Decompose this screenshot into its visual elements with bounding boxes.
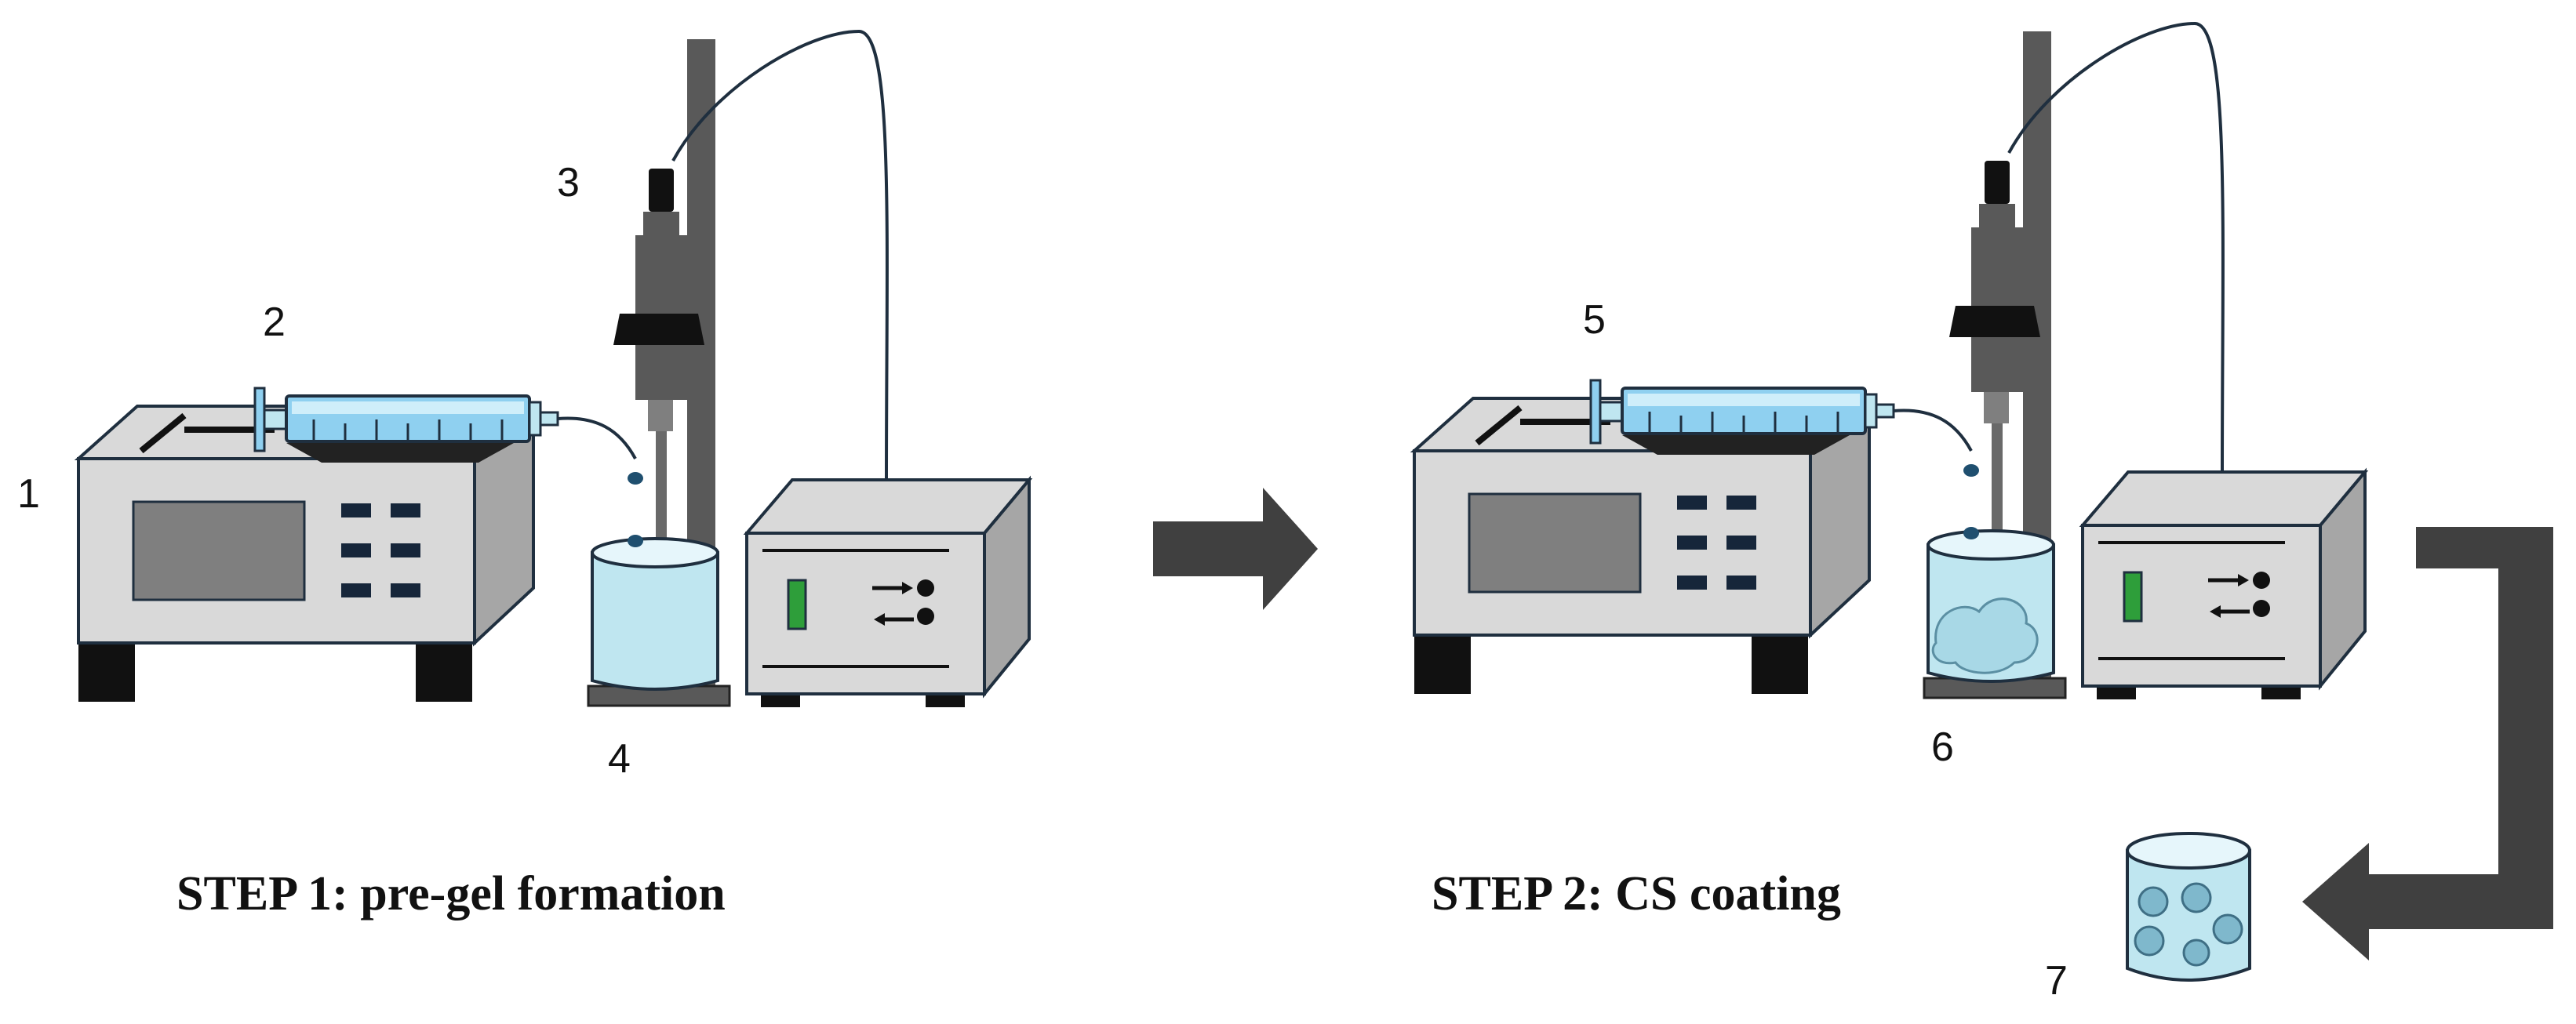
- step1-setup: [78, 29, 1029, 707]
- beaker-2: [1923, 527, 2067, 699]
- step2-setup: [1414, 21, 2365, 699]
- callout-2: 2: [263, 300, 286, 345]
- callout-3: 3: [557, 160, 580, 205]
- product-beads-container: [2126, 832, 2251, 982]
- cable: [671, 29, 889, 481]
- callout-4: 4: [608, 736, 631, 782]
- callout-6: 6: [1931, 724, 1954, 770]
- process-arrow-right: [1153, 488, 1318, 610]
- cable-2: [2007, 21, 2225, 473]
- sonicator-probe: [613, 169, 704, 619]
- step1-caption: STEP 1: pre-gel formation: [176, 867, 726, 921]
- callout-1: 1: [17, 471, 40, 517]
- callout-7: 7: [2045, 958, 2068, 1004]
- ultrasonic-controller: [747, 480, 1029, 707]
- process-arrow-elbow: [2302, 527, 2553, 960]
- callout-5: 5: [1583, 297, 1606, 343]
- step2-caption: STEP 2: CS coating: [1432, 867, 1841, 921]
- ultrasonic-controller-2: [2083, 472, 2365, 699]
- beaker: [587, 535, 731, 707]
